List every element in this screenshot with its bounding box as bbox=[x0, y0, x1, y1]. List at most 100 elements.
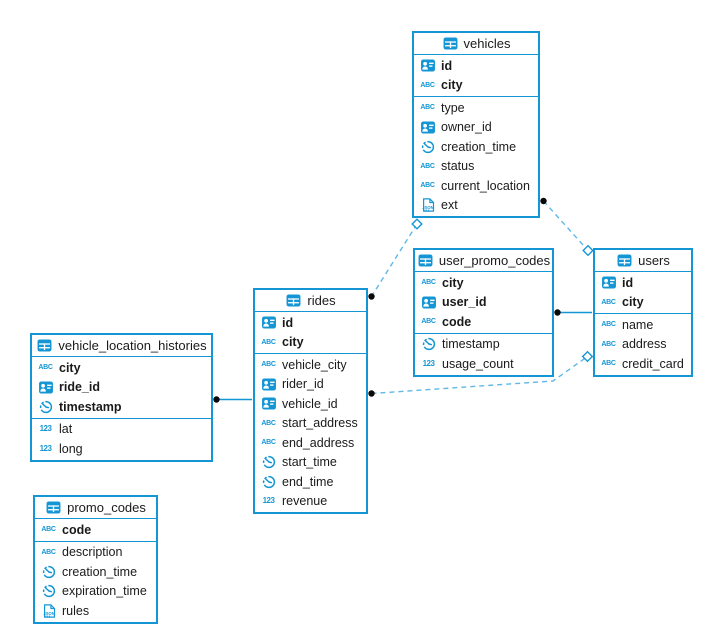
timestamp-type-icon bbox=[260, 475, 277, 489]
number-type-icon: 123 bbox=[39, 443, 52, 453]
json-type-icon: JSON bbox=[419, 198, 436, 212]
column-name: revenue bbox=[282, 494, 328, 509]
column-row-creation_time[interactable]: creation_time bbox=[414, 137, 538, 157]
column-row-timestamp[interactable]: timestamp bbox=[415, 335, 552, 355]
uuid-type-icon bbox=[420, 295, 437, 309]
column-row-vehicle_id[interactable]: vehicle_id bbox=[255, 394, 366, 414]
table-header[interactable]: promo_codes bbox=[35, 497, 156, 519]
column-row-creation_time[interactable]: creation_time bbox=[35, 562, 156, 582]
json-type-icon: JSON bbox=[40, 604, 57, 618]
column-name: lat bbox=[59, 422, 73, 437]
table-header[interactable]: users bbox=[595, 250, 691, 272]
text-type-icon: ABC bbox=[420, 104, 435, 112]
column-row-start_time[interactable]: start_time bbox=[255, 453, 366, 473]
column-name: owner_id bbox=[441, 120, 492, 135]
column-name: city bbox=[622, 295, 644, 310]
table-title: users bbox=[638, 253, 670, 268]
timestamp-type-icon bbox=[40, 584, 57, 598]
column-row-revenue[interactable]: 123 revenue bbox=[255, 492, 366, 512]
text-type-icon: ABC bbox=[421, 318, 436, 326]
column-row-end_time[interactable]: end_time bbox=[255, 472, 366, 492]
cardinality-diamond-marker bbox=[411, 218, 423, 230]
column-name: city bbox=[282, 335, 304, 350]
column-name: end_time bbox=[282, 474, 334, 489]
column-name: ride_id bbox=[59, 380, 100, 395]
column-name: usage_count bbox=[442, 356, 514, 371]
table-title: rides bbox=[307, 293, 336, 308]
column-row-owner_id[interactable]: owner_id bbox=[414, 118, 538, 138]
column-row-user_id[interactable]: user_id bbox=[415, 293, 552, 313]
number-type-icon: 123 bbox=[262, 496, 275, 506]
relationship-vehicle_location_histories-rides[interactable] bbox=[213, 396, 252, 403]
timestamp-type-icon bbox=[420, 337, 437, 351]
column-name: city bbox=[59, 360, 81, 375]
table-header[interactable]: vehicles bbox=[414, 33, 538, 55]
cardinality-diamond-marker bbox=[581, 350, 594, 363]
uuid-type-icon bbox=[37, 380, 54, 394]
column-row-id[interactable]: id bbox=[414, 56, 538, 76]
column-name: rider_id bbox=[282, 377, 324, 392]
column-name: creation_time bbox=[441, 139, 517, 154]
text-type-icon: ABC bbox=[421, 279, 436, 287]
cardinality-dot-marker bbox=[368, 293, 375, 300]
column-row-rider_id[interactable]: rider_id bbox=[255, 375, 366, 395]
column-row-city[interactable]: ABC city bbox=[595, 293, 691, 313]
column-row-timestamp[interactable]: timestamp bbox=[32, 397, 211, 417]
table-icon bbox=[442, 37, 459, 51]
column-name: timestamp bbox=[59, 399, 122, 414]
text-type-icon: ABC bbox=[601, 298, 616, 306]
relationship-vehicles-users[interactable] bbox=[540, 197, 594, 257]
text-type-icon: ABC bbox=[38, 364, 53, 372]
column-row-ride_id[interactable]: ride_id bbox=[32, 378, 211, 398]
column-name: city bbox=[441, 78, 463, 93]
column-name: start_time bbox=[282, 455, 337, 470]
text-type-icon: ABC bbox=[601, 340, 616, 348]
relationship-user_promo_codes-users[interactable] bbox=[554, 309, 592, 316]
column-name: start_address bbox=[282, 416, 358, 431]
column-row-id[interactable]: id bbox=[595, 273, 691, 293]
column-row-city[interactable]: ABC city bbox=[32, 358, 211, 378]
table-header[interactable]: rides bbox=[255, 290, 366, 312]
primary-key-section: ABC city ride_id timestamp bbox=[32, 357, 211, 418]
cardinality-dot-marker bbox=[540, 197, 547, 205]
column-name: id bbox=[441, 58, 453, 73]
table-header[interactable]: user_promo_codes bbox=[415, 250, 552, 272]
table-icon bbox=[285, 294, 302, 308]
column-row-id[interactable]: id bbox=[255, 313, 366, 333]
uuid-type-icon bbox=[600, 276, 617, 290]
table-header[interactable]: vehicle_location_histories bbox=[32, 335, 211, 357]
column-name: expiration_time bbox=[62, 584, 147, 599]
timestamp-type-icon bbox=[40, 565, 57, 579]
column-row-expiration_time[interactable]: expiration_time bbox=[35, 582, 156, 602]
